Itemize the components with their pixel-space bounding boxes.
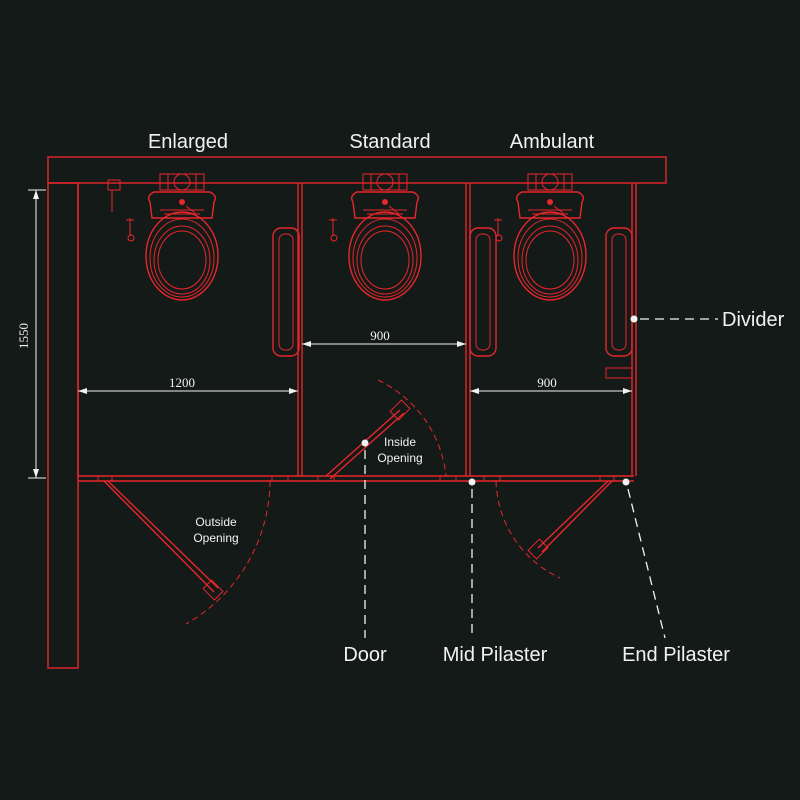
ambulant-toilet [493,173,587,301]
standard-width-label: 900 [370,328,390,343]
ambulant-width-label: 900 [537,375,557,390]
end-pilaster-label: End Pilaster [622,644,730,666]
outside-opening-line-1: Outside [195,515,237,529]
wall-fittings [107,179,121,212]
left-wall [47,182,79,669]
standard-toilet [328,173,422,301]
ambulant-width-dimension: 900 [470,375,632,394]
standard-width-dimension: 900 [302,328,466,347]
door-label: Door [343,644,387,666]
inside-opening-line-1: Inside [384,435,416,449]
outside-opening-line-2: Opening [193,531,238,545]
enlarged-width-label: 1200 [169,375,195,390]
grab-rails [272,227,633,379]
enlarged-width-dimension: 1200 [78,375,298,394]
depth-dimension-label: 1550 [16,323,31,349]
depth-dimension: 1550 [16,189,46,479]
ambulant-door-outside-opening [495,480,613,579]
front-panel-line [78,475,634,482]
mid-pilaster-callout: Mid Pilaster [443,478,548,666]
divider-callout: Divider [630,309,785,331]
divider-panels [297,183,637,476]
standard-title: Standard [349,131,430,153]
inside-opening-line-2: Opening [377,451,422,465]
enlarged-title: Enlarged [148,131,228,153]
mid-pilaster-label: Mid Pilaster [443,644,548,666]
end-pilaster-callout: End Pilaster [622,478,730,666]
divider-label: Divider [722,309,785,331]
ambulant-title: Ambulant [510,131,595,153]
enlarged-door-outside-opening [103,480,271,625]
top-wall [47,156,667,184]
door-callout: Door [343,439,387,666]
enlarged-toilet [125,173,219,301]
